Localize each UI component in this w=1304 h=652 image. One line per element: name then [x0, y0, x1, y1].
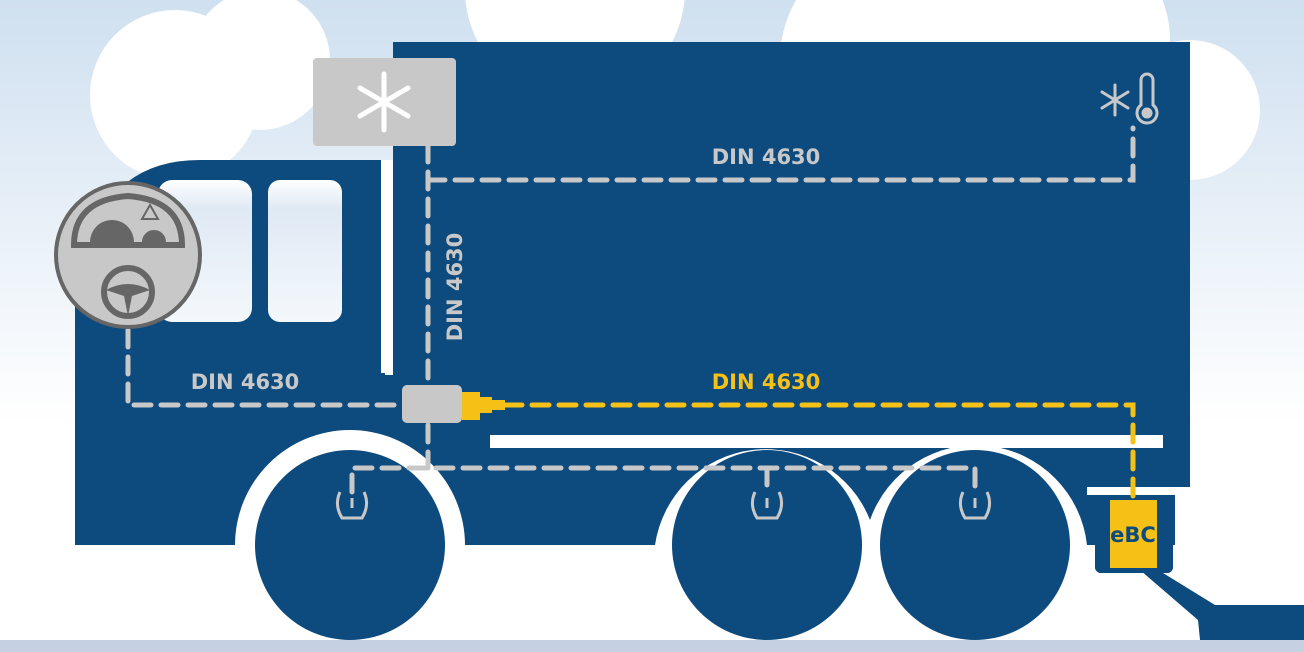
- cab-line-label: DIN 4630: [191, 370, 300, 394]
- ebc-module: [1110, 500, 1157, 568]
- ebc-line-label: DIN 4630: [712, 370, 821, 394]
- cab-line: [125, 327, 403, 408]
- vertical-line-label: DIN 4630: [443, 233, 467, 342]
- rear-wheel-1: [672, 450, 862, 640]
- cab-gap: [381, 160, 393, 373]
- rear-wheel-2: [880, 450, 1070, 640]
- ecu-box: [402, 385, 462, 423]
- reefer-line-label: DIN 4630: [712, 145, 821, 169]
- dashboard-icon: [54, 181, 202, 329]
- connector-icon: [462, 392, 505, 420]
- ebc-line: [502, 402, 1136, 501]
- reefer-line: [425, 125, 1136, 183]
- snowflake-icon: [357, 71, 411, 133]
- ebc-label: eBC: [1110, 523, 1156, 547]
- tire-pressure-icon: [335, 491, 992, 520]
- reefer-unit: [313, 58, 456, 146]
- chassis-stripe: [490, 435, 1163, 448]
- front-wheel: [255, 450, 445, 640]
- cab-window-side: [268, 180, 342, 322]
- thermometer-icon: [1100, 72, 1159, 125]
- tire-sensor-line: [349, 422, 978, 495]
